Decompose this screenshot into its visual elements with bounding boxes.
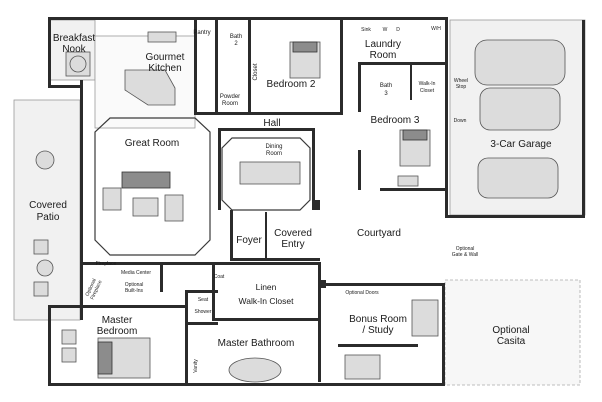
wh-label: W/H: [431, 26, 441, 32]
dryer-label: D: [396, 27, 400, 33]
linen-label: Linen: [256, 282, 277, 292]
walls: [48, 17, 585, 386]
optional-fireplace-label: OptionalFireplace: [84, 277, 104, 301]
hall-label: Hall: [263, 118, 280, 129]
sink-label: Sink: [361, 27, 371, 33]
shower-label: Shower: [195, 309, 212, 315]
fireplace-label: Fireplace: [96, 261, 117, 267]
optional-doors-label: Optional Doors: [345, 290, 379, 296]
bedroom2-label: Bedroom 2: [267, 79, 316, 90]
washer-label: W: [383, 27, 388, 33]
vanity-label: Vanity: [193, 359, 199, 373]
furniture: [33, 31, 566, 383]
master-bathroom-label: Master Bathroom: [218, 338, 295, 349]
courtyard-label: Courtyard: [357, 228, 401, 239]
down-label: Down: [454, 118, 467, 124]
bedroom3-label: Bedroom 3: [371, 115, 420, 126]
walkin-closet-master-label: Walk-In Closet: [239, 296, 295, 306]
coat-label: Coat: [214, 274, 225, 280]
foyer-label: Foyer: [236, 235, 262, 246]
seat-label: Seat: [198, 297, 209, 303]
closet-label: Closet: [253, 63, 259, 80]
bonus-room-label: Bonus Room/ Study: [349, 314, 407, 336]
garage-label: 3-Car Garage: [490, 139, 552, 150]
great-room-label: Great Room: [125, 138, 179, 149]
pantry-label: Pantry: [193, 30, 210, 36]
media-center-label: Media Center: [121, 270, 151, 276]
